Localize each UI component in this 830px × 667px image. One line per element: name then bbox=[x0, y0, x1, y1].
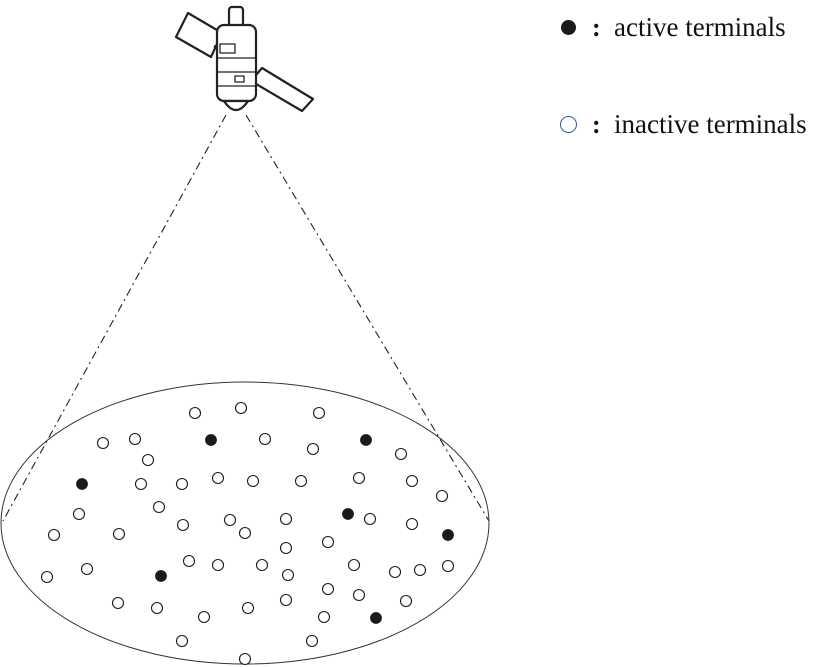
inactive-terminal bbox=[152, 500, 166, 514]
inactive-terminal bbox=[347, 558, 361, 572]
inactive-terminal bbox=[234, 401, 248, 415]
beam-left-line bbox=[2, 114, 227, 522]
inactive-terminal bbox=[352, 471, 366, 485]
inactive-terminal bbox=[279, 593, 293, 607]
inactive-terminal bbox=[238, 526, 252, 540]
active-terminal bbox=[442, 529, 454, 541]
inactive-terminal bbox=[435, 489, 449, 503]
inactive-terminal bbox=[112, 527, 126, 541]
inactive-terminal bbox=[294, 474, 308, 488]
active-terminal bbox=[370, 612, 382, 624]
active-terminal-legend-icon bbox=[558, 18, 578, 38]
inactive-terminal bbox=[40, 570, 54, 584]
inactive-terminal bbox=[175, 477, 189, 491]
beam-lines bbox=[2, 114, 490, 522]
inactive-terminal bbox=[352, 588, 366, 602]
inactive-terminal bbox=[312, 406, 326, 420]
inactive-terminal bbox=[197, 610, 211, 624]
inactive-terminal bbox=[111, 596, 125, 610]
inactive-terminal bbox=[279, 541, 293, 555]
inactive-terminal bbox=[388, 565, 402, 579]
inactive-terminal bbox=[399, 594, 413, 608]
inactive-terminal bbox=[413, 563, 427, 577]
inactive-terminal bbox=[306, 442, 320, 456]
active-terminal bbox=[76, 478, 88, 490]
inactive-terminal bbox=[317, 610, 331, 624]
active-terminal bbox=[205, 434, 217, 446]
active-terminal bbox=[342, 508, 354, 520]
inactive-terminal bbox=[223, 513, 237, 527]
satellite-icon bbox=[174, 5, 315, 113]
inactive-terminal bbox=[321, 535, 335, 549]
inactive-terminal bbox=[405, 474, 419, 488]
active-terminal bbox=[155, 570, 167, 582]
inactive-terminal bbox=[394, 447, 408, 461]
inactive-terminal bbox=[72, 507, 86, 521]
inactive-terminal bbox=[405, 517, 419, 531]
inactive-terminal bbox=[246, 474, 260, 488]
active-terminal bbox=[360, 434, 372, 446]
inactive-terminal bbox=[305, 634, 319, 648]
inactive-terminal bbox=[47, 528, 61, 542]
inactive-terminal bbox=[258, 432, 272, 446]
inactive-terminal bbox=[281, 568, 295, 582]
inactive-terminal bbox=[176, 518, 190, 532]
inactive-terminal bbox=[363, 512, 377, 526]
inactive-terminal bbox=[279, 512, 293, 526]
inactive-terminal bbox=[175, 634, 189, 648]
legend-active-label: active terminals bbox=[614, 12, 786, 42]
inactive-terminal bbox=[96, 436, 110, 450]
inactive-terminal bbox=[182, 554, 196, 568]
inactive-terminal-legend-icon bbox=[558, 115, 578, 135]
inactive-terminal bbox=[441, 559, 455, 573]
legend-active: : active terminals bbox=[558, 12, 786, 43]
inactive-terminal bbox=[211, 558, 225, 572]
inactive-terminal bbox=[241, 601, 255, 615]
inactive-terminal bbox=[238, 652, 252, 666]
inactive-terminal bbox=[321, 582, 335, 596]
beam-right-line bbox=[245, 114, 490, 522]
inactive-terminal bbox=[128, 432, 142, 446]
terminals-group bbox=[40, 401, 455, 666]
legend-inactive-separator: : bbox=[592, 109, 601, 139]
legend-inactive-label: inactive terminals bbox=[614, 109, 807, 139]
inactive-terminal bbox=[150, 601, 164, 615]
legend-inactive: : inactive terminals bbox=[558, 109, 807, 140]
inactive-terminal bbox=[211, 471, 225, 485]
inactive-terminal bbox=[134, 477, 148, 491]
legend-active-separator: : bbox=[592, 12, 601, 42]
inactive-terminal bbox=[188, 406, 202, 420]
inactive-terminal bbox=[255, 558, 269, 572]
inactive-terminal bbox=[141, 453, 155, 467]
inactive-terminal bbox=[80, 562, 94, 576]
